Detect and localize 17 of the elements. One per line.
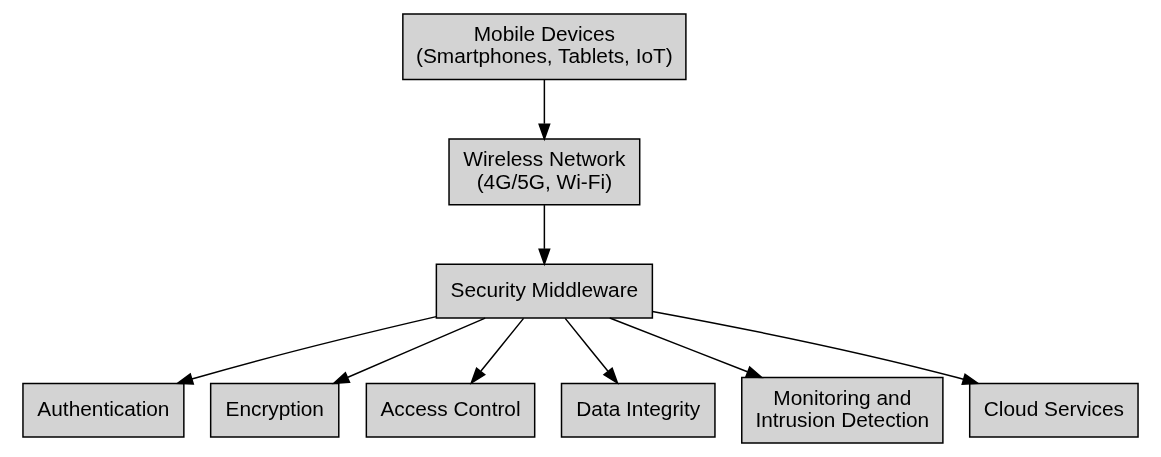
node-box: Cloud Services	[968, 382, 1139, 438]
arrow	[469, 317, 525, 385]
arrow	[609, 317, 764, 379]
node-box: Access Control	[365, 382, 536, 438]
arrow	[331, 317, 486, 385]
node-box: Data Integrity	[560, 382, 716, 438]
arrow	[175, 315, 438, 385]
node-box: Monitoring and Intrusion Detection	[741, 376, 944, 444]
node-box: Security Middleware	[435, 263, 654, 319]
arrow	[651, 310, 981, 386]
node-box: Authentication	[22, 382, 185, 438]
arrow	[538, 204, 551, 267]
arrow	[564, 317, 619, 385]
arrow	[538, 78, 551, 142]
node-box: Encryption	[209, 382, 340, 438]
node-box: Mobile Devices (Smartphones, Tablets, IoT)	[402, 13, 687, 81]
node-box: Wireless Network (4G/5G, Wi-Fi)	[448, 138, 641, 206]
